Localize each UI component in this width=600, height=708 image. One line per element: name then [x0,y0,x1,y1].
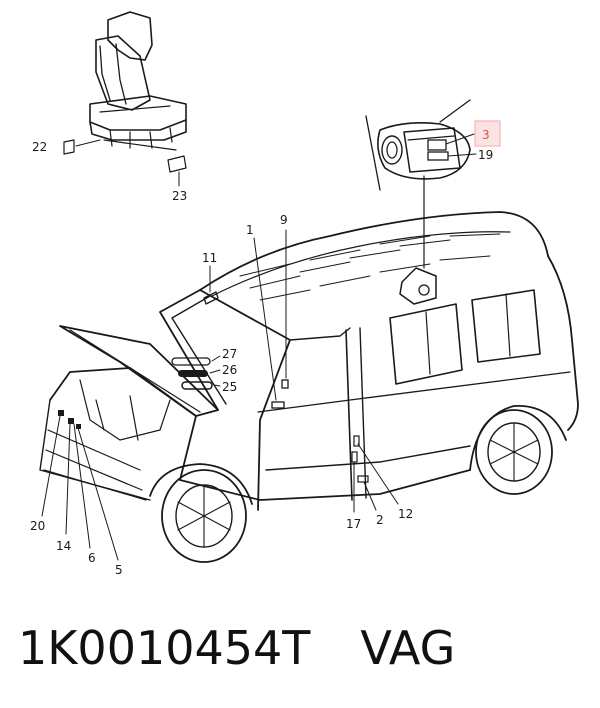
fuel-label-19 [427,151,477,161]
part-number: 1K0010454T [18,621,311,675]
fuel-label-3 [427,133,475,151]
pillar-label-1 [253,237,285,409]
seat-label-22 [63,139,101,155]
callout-1: 1 [246,223,254,237]
fuel-flap-inset [365,99,471,191]
brand-name: VAG [360,621,456,675]
caption: 1K0010454T VAG [18,618,588,678]
pillar-label-9 [281,229,289,389]
callout-25: 25 [222,380,237,394]
callout-9: 9 [280,213,288,227]
engine-labels-5-20 [41,410,119,561]
callout-11: 11 [202,251,217,265]
door-pillar-labels-12-17 [351,435,399,513]
fuel-flap-on-van [399,267,437,305]
callout-20: 20 [30,519,45,533]
callout-12: 12 [398,507,413,521]
callout-14: 14 [56,539,71,553]
seat-illustration [89,11,187,151]
callout-3: 3 [482,128,490,142]
seat-label-23 [167,155,187,187]
callout-2: 2 [376,513,384,527]
bonnet-labels-25-27 [171,355,221,390]
callout-19: 19 [478,148,493,162]
callout-5: 5 [115,563,123,577]
callout-27: 27 [222,347,237,361]
callout-17: 17 [346,517,361,531]
van-illustration [39,211,579,563]
windshield-label-11 [203,265,219,305]
callout-23: 23 [172,189,187,203]
callout-26: 26 [222,363,237,377]
highlight-box [474,120,501,147]
callout-22: 22 [32,140,47,154]
parts-diagram: 22 23 3 19 1 9 11 27 26 25 12 17 2 20 14… [30,11,579,577]
callout-6: 6 [88,551,96,565]
